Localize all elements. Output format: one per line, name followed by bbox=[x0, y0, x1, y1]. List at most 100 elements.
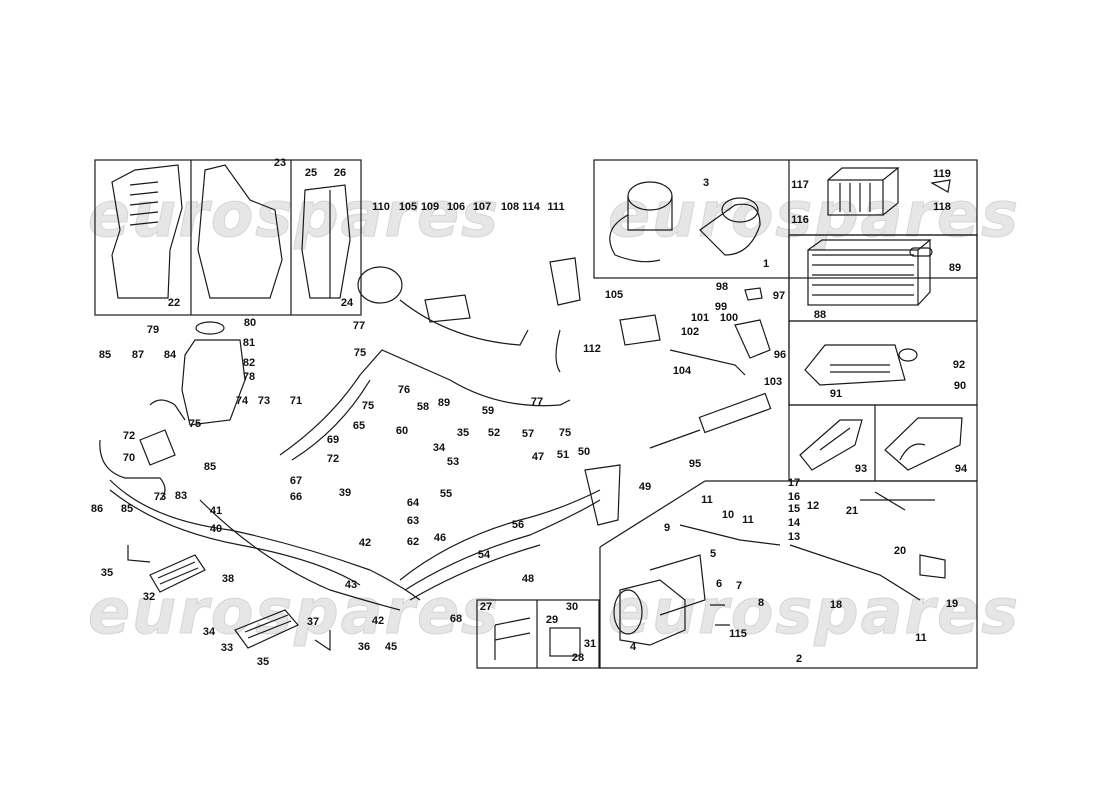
callout-label: 12 bbox=[807, 500, 819, 512]
callout-label: 102 bbox=[681, 326, 699, 338]
callout-label: 52 bbox=[488, 427, 500, 439]
callout-label: 2 bbox=[796, 653, 802, 665]
callout-label: 35 bbox=[457, 427, 469, 439]
callout-label: 45 bbox=[385, 641, 397, 653]
callout-label: 29 bbox=[546, 614, 558, 626]
callout-label: 78 bbox=[243, 371, 255, 383]
callout-label: 74 bbox=[236, 395, 249, 407]
callout-label: 23 bbox=[274, 157, 286, 169]
callout-label: 97 bbox=[773, 290, 785, 302]
callout-label: 41 bbox=[210, 505, 222, 517]
callout-label: 32 bbox=[143, 591, 155, 603]
callout-label: 47 bbox=[532, 451, 544, 463]
callout-label: 31 bbox=[584, 638, 596, 650]
callout-label: 63 bbox=[407, 515, 419, 527]
callout-label: 17 bbox=[788, 477, 800, 489]
inset-box-22-24 bbox=[94, 159, 362, 316]
inset-box-93-94 bbox=[788, 404, 978, 482]
callout-label: 62 bbox=[407, 536, 419, 548]
callout-label: 88 bbox=[814, 309, 826, 321]
callout-label: 8 bbox=[758, 597, 764, 609]
callout-label: 115 bbox=[729, 628, 747, 640]
callout-label: 42 bbox=[372, 615, 384, 627]
callout-label: 15 bbox=[788, 503, 800, 515]
callout-label: 48 bbox=[522, 573, 534, 585]
callout-label: 11 bbox=[742, 514, 754, 526]
callout-label: 49 bbox=[639, 481, 651, 493]
callout-label: 72 bbox=[123, 430, 135, 442]
callout-label: 25 bbox=[305, 167, 317, 179]
callout-label: 95 bbox=[689, 458, 701, 470]
callout-label: 89 bbox=[438, 397, 450, 409]
callout-label: 34 bbox=[203, 626, 216, 638]
callout-label: 101 bbox=[691, 312, 709, 324]
callout-label: 100 bbox=[720, 312, 738, 324]
callout-label: 83 bbox=[175, 490, 187, 502]
callout-label: 3 bbox=[703, 177, 709, 189]
callout-label: 99 bbox=[715, 301, 727, 313]
callout-label: 112 bbox=[583, 343, 601, 355]
callout-label: 26 bbox=[334, 167, 346, 179]
callout-label: 85 bbox=[99, 349, 111, 361]
callout-label: 1 bbox=[763, 258, 769, 270]
callout-label: 71 bbox=[290, 395, 302, 407]
callout-label: 14 bbox=[788, 517, 801, 529]
callout-label: 75 bbox=[559, 427, 571, 439]
callout-label: 18 bbox=[830, 599, 842, 611]
callout-label: 16 bbox=[788, 491, 800, 503]
callout-label: 21 bbox=[846, 505, 858, 517]
callout-label: 64 bbox=[407, 497, 420, 509]
callout-label: 118 bbox=[933, 201, 951, 213]
inset-box-27-31 bbox=[476, 599, 600, 669]
callout-label: 53 bbox=[447, 456, 459, 468]
callout-label: 76 bbox=[398, 384, 410, 396]
callout-label: 108 bbox=[501, 201, 519, 213]
callout-label: 73 bbox=[258, 395, 270, 407]
callout-label: 81 bbox=[243, 337, 255, 349]
callout-label: 75 bbox=[354, 347, 366, 359]
callout-label: 7 bbox=[736, 580, 742, 592]
callout-label: 110 bbox=[372, 201, 390, 213]
callout-label: 114 bbox=[522, 201, 541, 213]
callout-label: 51 bbox=[557, 449, 569, 461]
callout-label: 92 bbox=[953, 359, 965, 371]
callout-label: 39 bbox=[339, 487, 351, 499]
callout-label: 93 bbox=[855, 463, 867, 475]
callout-label: 117 bbox=[791, 179, 809, 191]
callout-label: 11 bbox=[701, 494, 713, 506]
callout-label: 104 bbox=[673, 365, 692, 377]
callout-label: 105 bbox=[399, 201, 417, 213]
callout-label: 73 bbox=[154, 491, 166, 503]
callout-label: 27 bbox=[480, 601, 492, 613]
callout-label: 58 bbox=[417, 401, 429, 413]
callout-label: 68 bbox=[450, 613, 462, 625]
callout-label: 40 bbox=[210, 523, 222, 535]
callout-label: 77 bbox=[353, 320, 365, 332]
callout-label: 13 bbox=[788, 531, 800, 543]
callout-label: 109 bbox=[421, 201, 439, 213]
callout-label: 69 bbox=[327, 434, 339, 446]
callout-label: 11 bbox=[915, 632, 927, 644]
callout-label: 56 bbox=[512, 519, 524, 531]
callout-label: 19 bbox=[946, 598, 958, 610]
callout-label: 57 bbox=[522, 428, 534, 440]
watermark-top-right: eurospares bbox=[607, 178, 1021, 252]
callout-label: 9 bbox=[664, 522, 670, 534]
callout-label: 72 bbox=[327, 453, 339, 465]
callout-label: 79 bbox=[147, 324, 159, 336]
callout-label: 94 bbox=[955, 463, 968, 475]
callout-label: 36 bbox=[358, 641, 370, 653]
callout-label: 24 bbox=[341, 297, 354, 309]
callout-label: 60 bbox=[396, 425, 408, 437]
callout-label: 20 bbox=[894, 545, 906, 557]
callout-label: 85 bbox=[121, 503, 133, 515]
inset-box-1-3 bbox=[593, 159, 978, 279]
callout-label: 6 bbox=[716, 578, 722, 590]
callout-label: 67 bbox=[290, 475, 302, 487]
callout-label: 77 bbox=[531, 396, 543, 408]
callout-label: 98 bbox=[716, 281, 728, 293]
callout-label: 103 bbox=[764, 376, 782, 388]
callout-label: 33 bbox=[221, 642, 233, 654]
callout-label: 75 bbox=[362, 400, 374, 412]
callout-label: 42 bbox=[359, 537, 371, 549]
